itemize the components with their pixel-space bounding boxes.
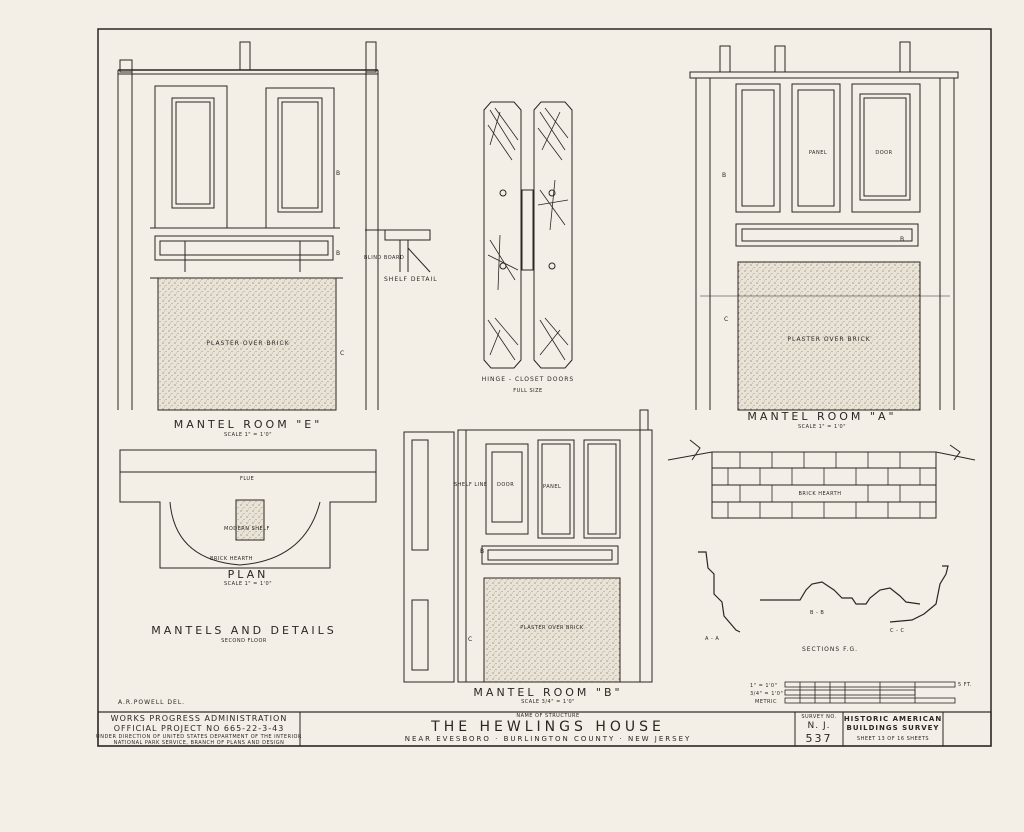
mantel-e-title: Mantel Room "E" xyxy=(173,418,323,431)
hinge-title: Hinge - Closet Doors xyxy=(481,376,575,383)
mantel-room-e-elevation xyxy=(117,41,379,411)
structure-name: The Hewlings House xyxy=(431,719,665,735)
section-marker: B xyxy=(480,548,486,555)
shelf-blind-board-note: Blind board xyxy=(364,255,405,261)
scale-label-2: 3/4" = 1'0" xyxy=(750,691,784,697)
mantel-b-door-label: Door xyxy=(497,482,515,488)
wpa-line4: National Park Service, Branch of Plans a… xyxy=(113,740,285,746)
hinge-drawing xyxy=(483,101,573,369)
plan-modern-shelf-label: Modern Shelf xyxy=(224,526,270,532)
mantel-a-title: Mantel Room "A" xyxy=(747,410,897,423)
plan-brick-hearth-label: Brick Hearth xyxy=(210,556,254,562)
sheet-number: Sheet 13 of 16 Sheets xyxy=(856,736,930,742)
scale-label-metric: Metric xyxy=(755,699,777,705)
mantel-b-scale: Scale 3/4" = 1'0" xyxy=(521,699,575,705)
sheet-title-sub: Second Floor xyxy=(221,638,267,644)
mantel-e-scale: Scale 1" = 1'0" xyxy=(223,432,273,438)
mantel-b-fill-note: Plaster over brick xyxy=(520,625,584,631)
plan-scale: Scale 1" = 1'0" xyxy=(223,581,273,587)
sheet-title-main: Mantels and Details xyxy=(151,624,337,637)
shelf-detail xyxy=(365,229,431,273)
section-b-label: B - B xyxy=(810,610,825,616)
mantel-a-panel-label: Panel xyxy=(808,150,828,156)
section-marker: B xyxy=(336,170,342,177)
survey-caption: Survey No. xyxy=(801,714,837,720)
section-c-label: C - C xyxy=(890,628,905,634)
shelf-detail-title: Shelf Detail xyxy=(384,276,438,283)
sections-title: Sections F.G. xyxy=(801,646,859,653)
survey-state: N. J. xyxy=(807,721,831,731)
section-marker: B xyxy=(900,236,906,243)
section-marker: B xyxy=(722,172,728,179)
mantel-a-fill-note: Plaster over brick xyxy=(787,336,871,343)
habs-line1: Historic American xyxy=(843,715,943,723)
section-marker: C xyxy=(724,316,730,323)
plan-flue-label: Flue xyxy=(240,476,255,482)
hinge-scale: Full size xyxy=(513,388,543,394)
plan-drawing xyxy=(119,449,377,569)
scale-label-1: 1" = 1'0" xyxy=(750,683,778,689)
brick-hearth-section xyxy=(667,439,976,519)
mantel-e-fill-note: Plaster over brick xyxy=(206,340,290,347)
survey-number: 537 xyxy=(805,732,833,745)
graphic-scale xyxy=(784,681,956,704)
mantel-b-shelf-line: Shelf line xyxy=(454,482,488,488)
wpa-line2: Official Project No 665-22-3-43 xyxy=(113,724,285,733)
section-marker: B xyxy=(336,250,342,257)
mantel-a-door-label: Door xyxy=(875,150,893,156)
wpa-line1: Works Progress Administration xyxy=(110,714,288,723)
molding-sections xyxy=(698,551,949,633)
mantel-b-panel-label: Panel xyxy=(543,484,562,490)
scale-unit: 5 FT. xyxy=(958,682,973,688)
habs-line2: Buildings Survey xyxy=(846,724,940,732)
mantel-room-b-elevation xyxy=(403,409,653,683)
section-marker: C xyxy=(468,636,474,643)
section-a-label: A - A xyxy=(705,636,720,642)
wpa-line3: Under direction of United States Departm… xyxy=(96,734,302,740)
mantel-b-title: Mantel Room "B" xyxy=(473,686,623,699)
title-block-frame xyxy=(97,711,992,747)
brick-hearth-label: Brick Hearth xyxy=(798,491,842,497)
section-marker: C xyxy=(340,350,346,357)
structure-location: Near Evesboro · Burlington County · New … xyxy=(404,735,692,743)
drawn-by: A.R.Powell Del. xyxy=(118,699,186,706)
mantel-a-scale: Scale 1" = 1'0" xyxy=(797,424,847,430)
mantel-room-a-elevation xyxy=(689,41,959,411)
structure-name-caption: Name of Structure xyxy=(516,713,580,719)
plan-title: Plan xyxy=(227,568,269,581)
